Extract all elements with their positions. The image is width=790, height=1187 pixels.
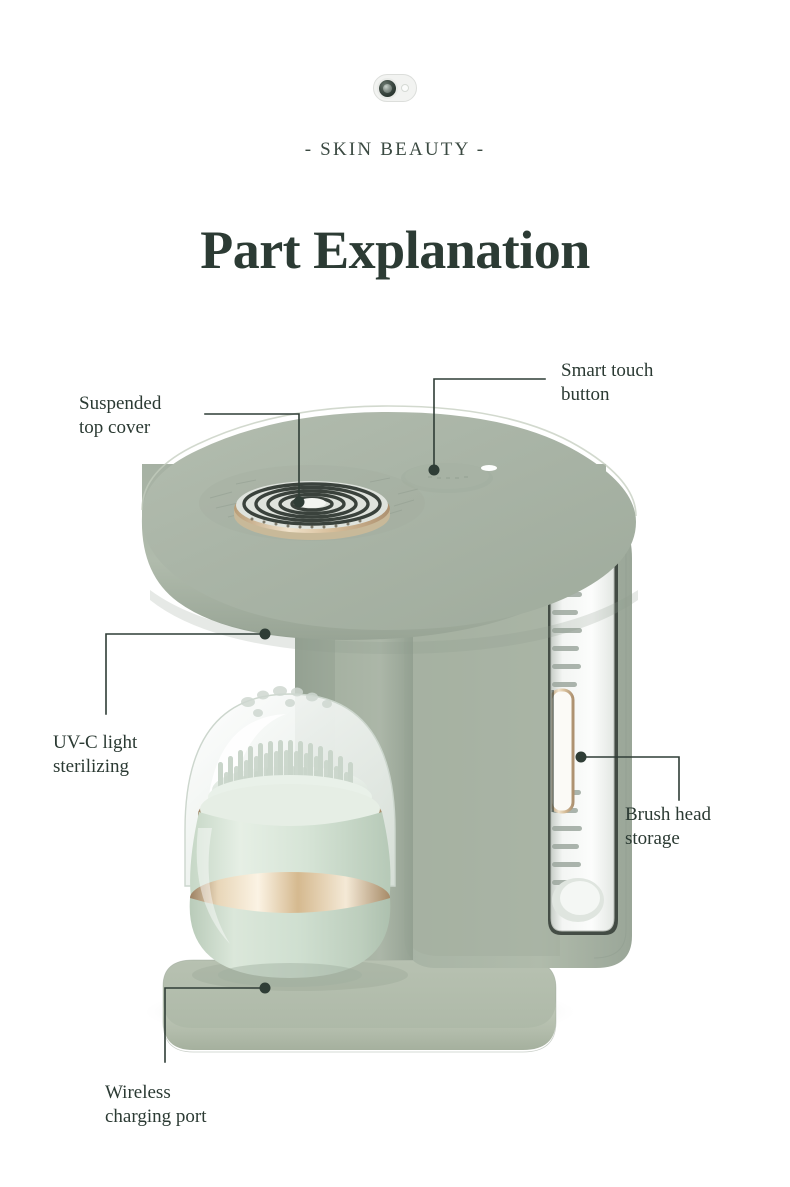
uvc-light-grille [199, 465, 425, 541]
camera-lens-icon [373, 74, 417, 102]
smart-touch-button [401, 463, 493, 493]
callout-label-brush-head-storage: Brush head storage [625, 804, 712, 850]
brand-eyebrow: - SKIN BEAUTY - [304, 139, 486, 160]
callout-label-wireless-charging-port: Wireless charging port [105, 1082, 207, 1128]
brush-head-storage-slot [548, 502, 618, 935]
brush-body-lower [189, 898, 391, 978]
facial-cleansing-brush [184, 686, 396, 987]
camera-lens-inner [383, 83, 392, 93]
led-indicator [481, 465, 497, 471]
callout-label-smart-touch-button: Smart touch button [561, 360, 654, 406]
callout-label-uvc-light-sterilizing: UV-C light sterilizing [53, 732, 138, 778]
page-title: Part Explanation [200, 220, 590, 280]
camera-flash-dot-icon [401, 84, 409, 92]
grille-rings [242, 482, 382, 526]
camera-lens-outer-ring [377, 77, 398, 99]
callout-label-suspended-top-cover: Suspended top cover [79, 393, 162, 439]
brand-badge [0, 74, 790, 102]
stored-brush-head [551, 556, 604, 922]
